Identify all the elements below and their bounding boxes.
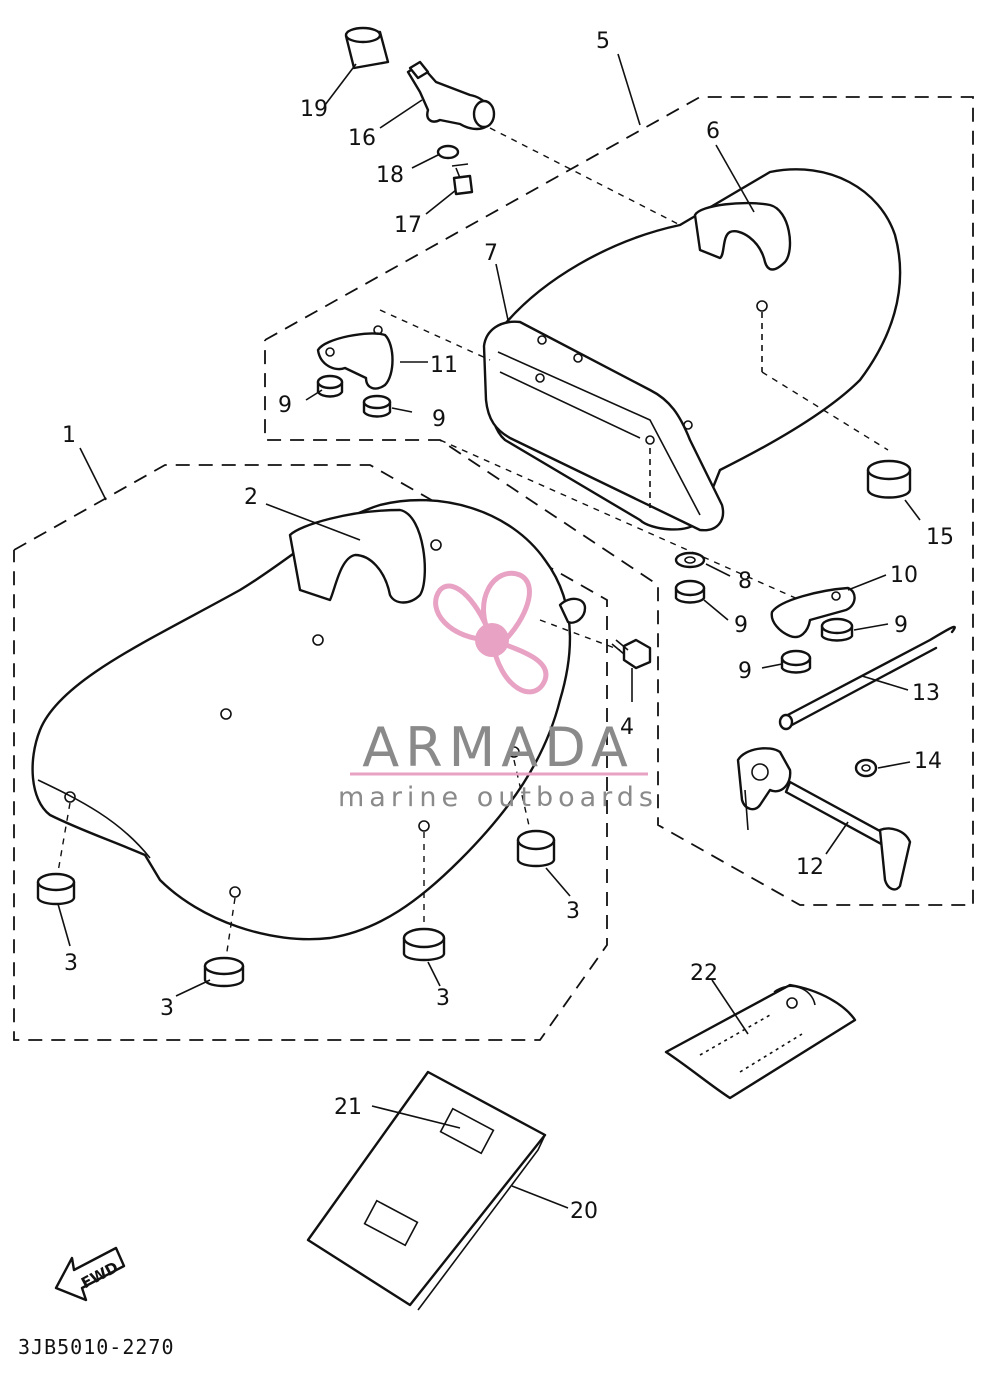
nut-9-c — [674, 579, 706, 604]
callout-3-b: 3 — [160, 996, 174, 1021]
callout-21: 21 — [334, 1095, 362, 1120]
callout-15: 15 — [926, 525, 954, 550]
callout-3-d: 3 — [566, 899, 580, 924]
nut-9-b — [362, 394, 392, 418]
washer-18 — [436, 144, 460, 160]
leader-lines — [57, 53, 921, 1209]
callout-2: 2 — [244, 485, 258, 510]
callout-3-c: 3 — [436, 986, 450, 1011]
rear-seat — [482, 168, 902, 532]
callout-10: 10 — [890, 563, 918, 588]
propeller-logo-icon — [433, 570, 549, 695]
callout-22: 22 — [690, 961, 718, 986]
callout-20: 20 — [570, 1199, 598, 1224]
rod-13 — [778, 625, 956, 731]
drawing-code: 3JB5010-2270 — [18, 1335, 175, 1359]
nut-9-e — [780, 649, 812, 674]
screw-17 — [451, 163, 474, 196]
washer-14 — [854, 758, 878, 778]
damper-3-right — [516, 829, 556, 868]
cap-19 — [344, 26, 390, 70]
damper-15 — [866, 459, 912, 499]
bracket-10 — [770, 586, 856, 639]
callout-17: 17 — [394, 213, 422, 238]
callout-9-e: 9 — [738, 659, 752, 684]
callout-6: 6 — [706, 119, 720, 144]
callout-11: 11 — [430, 353, 458, 378]
callout-9-b: 9 — [432, 407, 446, 432]
lock-cylinder-16 — [406, 60, 496, 131]
nut-9-d — [820, 617, 854, 642]
lock-assembly-12 — [736, 747, 912, 891]
watermark: ARMADA marine outboards — [338, 570, 658, 813]
callout-16: 16 — [348, 126, 376, 151]
owners-manual-20 — [306, 1070, 547, 1311]
callout-5: 5 — [596, 29, 610, 54]
watermark-title: ARMADA — [362, 716, 634, 779]
callout-19: 19 — [300, 97, 328, 122]
nut-9-a — [316, 374, 344, 398]
washer-8 — [674, 551, 706, 569]
callout-9-c: 9 — [734, 613, 748, 638]
callout-12: 12 — [796, 855, 824, 880]
callout-8: 8 — [738, 569, 752, 594]
group-outline-front-seat — [13, 464, 608, 1041]
tool-pouch-22 — [664, 983, 857, 1100]
callout-1: 1 — [62, 423, 76, 448]
damper-3-left — [36, 872, 76, 906]
callout-18: 18 — [376, 163, 404, 188]
callout-9-a: 9 — [278, 393, 292, 418]
callout-9-d: 9 — [894, 613, 908, 638]
callout-3-a: 3 — [64, 951, 78, 976]
damper-3-center — [402, 927, 446, 962]
group-outline-rear-seat — [264, 96, 974, 906]
callout-14: 14 — [914, 749, 942, 774]
callout-13: 13 — [912, 681, 940, 706]
fwd-arrow-icon: FWD — [54, 1246, 126, 1302]
callout-7: 7 — [484, 241, 498, 266]
bolt-4 — [611, 638, 652, 670]
callout-4: 4 — [620, 715, 634, 740]
watermark-subtitle: marine outboards — [338, 782, 658, 813]
damper-3-mid — [203, 956, 245, 988]
bracket-11 — [316, 325, 394, 390]
